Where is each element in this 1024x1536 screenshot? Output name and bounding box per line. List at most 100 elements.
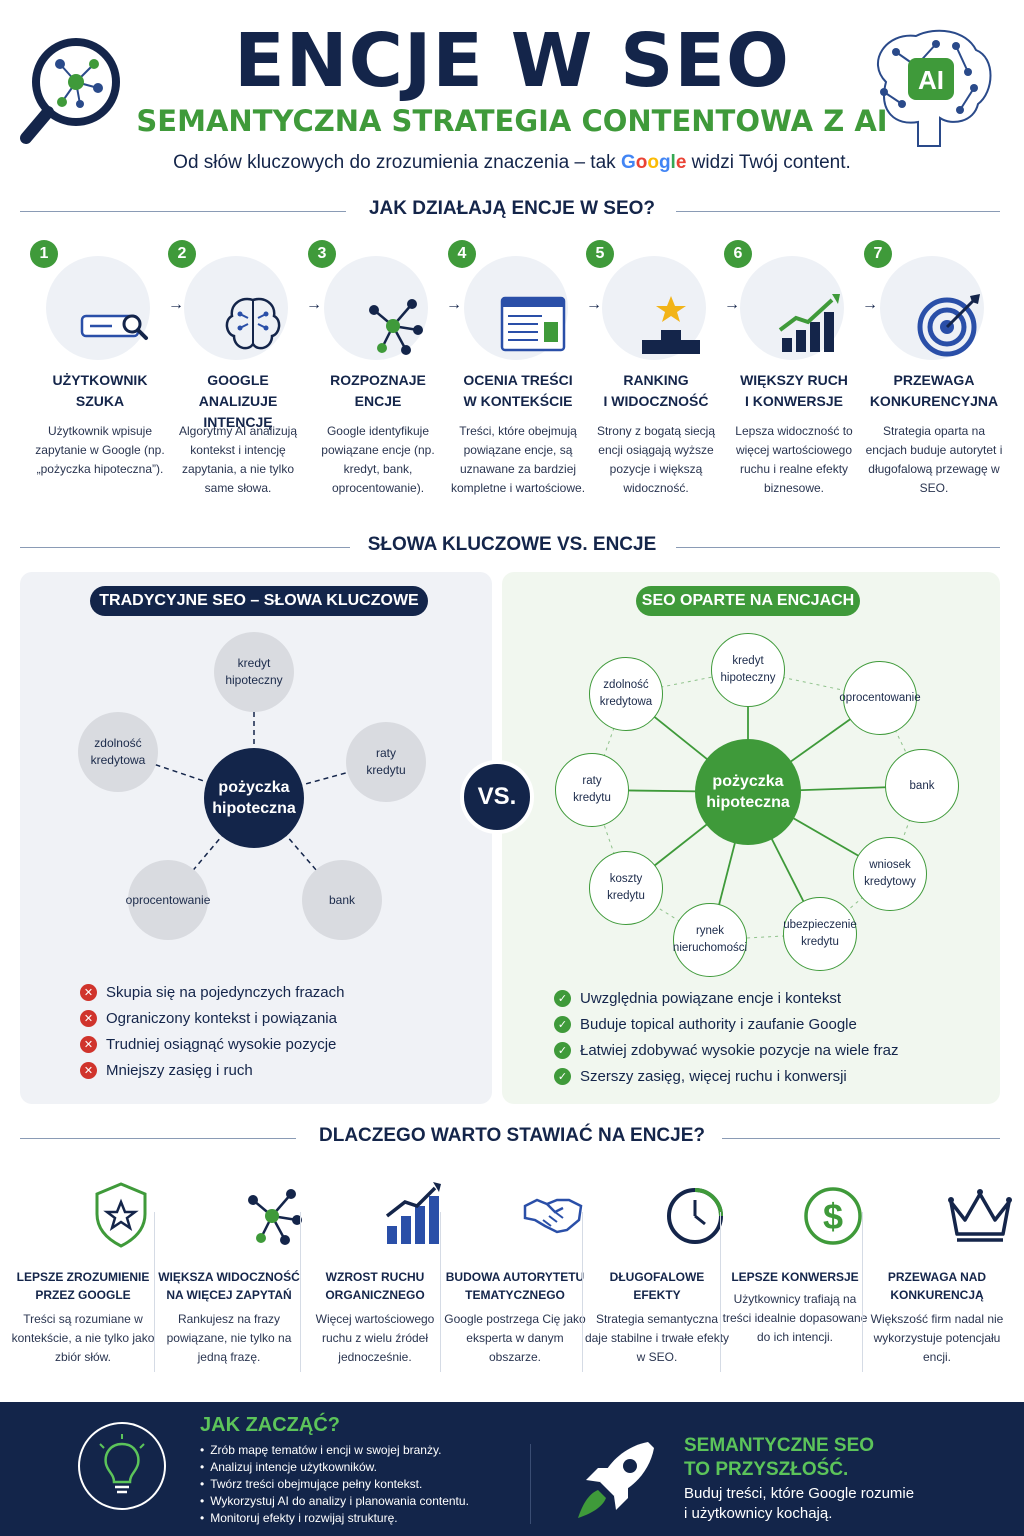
svg-text:$: $ [823,1196,843,1237]
magnifier-network-icon [18,32,128,157]
entity-node: bank [885,749,959,823]
growth-chart-icon [757,273,840,352]
pro-item: ✓Łatwiej zdobywać wysokie pozycje na wie… [554,1037,984,1063]
benefit-description: Rankujesz na frazy powiązane, nie tylko … [166,1312,292,1364]
benefit-divider [440,1212,441,1372]
con-text: Mniejszy zasięg i ruch [106,1061,253,1079]
future-text: Buduj treści, które Google rozumie i uży… [684,1485,915,1522]
future-heading: SEMANTYCZNE SEO TO PRZYSZŁOŚĆ. [684,1435,875,1480]
con-text: Skupia się na pojedynczych frazach [106,983,345,1001]
con-item: ✕Ograniczony kontekst i powiązania [80,1005,470,1031]
page-title: ENCJE W SEO [234,18,790,104]
network-icon [194,1180,302,1252]
start-heading: JAK ZACZĄĆ? [200,1414,340,1436]
step-icon-circle [740,256,844,360]
start-list: Zrób mapę tematów i encji w swojej branż… [200,1442,520,1527]
step-number: 2 [168,240,196,268]
benefit-title: LEPSZE KONWERSJE [731,1270,859,1284]
step-icon-circle [464,256,568,360]
section-heading-why: DLACZEGO WARTO STAWIAĆ NA ENCJE? [0,1125,1024,1151]
shield-star-icon [48,1180,147,1252]
step-title: OCENIA TREŚCI W KONTEKŚCIE [463,372,573,409]
target-icon [897,273,980,357]
pros-list: ✓ Uwzględnia powiązane encje i kontekst ✓ B… [554,985,984,1089]
network-icon [341,273,423,355]
entity-node: kredyt hipoteczny [711,633,785,707]
entity-node: rynek nieruchomości [673,903,747,977]
section-heading-how: JAK DZIAŁAJĄ ENCJE W SEO? [0,198,1024,224]
con-item: ✕ Mniejszy zasięg i ruch [80,1057,470,1083]
brain-icon [201,273,281,350]
benefit-card: WIĘKSZA WIDOCZNOŚĆ NA WIĘCEJ ZAPYTAŃ Rank… [156,1180,302,1380]
benefit-title: LEPSZE ZROZUMIENIE PRZEZ GOOGLE [16,1270,150,1302]
check-icon: ✓ [554,1015,571,1033]
step-arrow-icon: → [446,296,462,313]
benefit-title: WIĘKSZA WIDOCZNOŚĆ NA WIĘCEJ ZAPYTAŃ [158,1270,300,1302]
check-icon: ✓ [554,1041,571,1059]
pro-text: Szerszy zasięg, więcej ruchu i konwersji [580,1067,847,1085]
step-arrow-icon: → [586,296,602,313]
cross-icon: ✕ [80,1009,97,1027]
step-icon-circle [880,256,984,360]
step-number: 4 [448,240,476,268]
step-title: WIĘKSZY RUCH I KONWERSJE [740,372,848,409]
benefit-description: Google postrzega Cię jako eksperta w dan… [444,1312,586,1364]
entity-seo-label: SEO OPARTE NA ENCJACH [636,586,860,616]
step-icon-circle [184,256,288,360]
keyword-node: kredyt hipoteczny [214,632,294,712]
tagline: Od słów kluczowych do zrozumienia znacze… [173,152,851,173]
benefit-title: PRZEWAGA NAD KONKURENCJĄ [887,1270,987,1302]
search-bar-icon [63,273,148,343]
pro-text: Buduje topical authority i zaufanie Goog… [580,1015,857,1033]
benefit-divider [720,1212,721,1372]
con-item: ✕Skupia się na pojedynczych frazach [80,979,470,1005]
step-icon-circle [46,256,150,360]
handshake-icon [480,1180,583,1252]
start-step-item: Monitoruj efekty i rozwijaj strukturę. [200,1510,520,1527]
crown-icon [902,1180,1012,1252]
vs-badge: VS. [460,760,534,834]
cross-icon: ✕ [80,1061,97,1079]
step-description: Strony z bogatą siecją encji osiągają wy… [596,424,716,495]
benefit-description: Większość firm nadal nie wykorzystuje po… [870,1312,1004,1364]
cross-icon: ✕ [80,1035,97,1053]
con-item: ✕ Trudniej osiągnąć wysokie pozycje [80,1031,470,1057]
check-icon: ✓ [554,989,571,1007]
keyword-node: oprocentowanie [126,860,210,940]
bar-growth-icon [340,1180,441,1252]
benefit-description: Strategia semantyczna daje stabilne i tr… [584,1312,730,1364]
keyword-node: bank [302,860,382,940]
entity-node: ubezpieczenie kredytu [783,897,857,971]
benefit-divider [862,1212,863,1372]
step-arrow-icon: → [306,296,322,313]
entity-node: zdolność kredytowa [589,657,663,731]
benefit-divider [582,1212,583,1372]
step-description: Algorytmy AI analizują kontekst i intenc… [178,424,298,495]
benefit-description: Treści są rozumiane w kontekście, a nie … [11,1312,155,1364]
rocket-icon [568,1432,664,1533]
ai-brain-icon: AI [856,22,1002,159]
step-icon-circle [602,256,706,360]
keyword-node: raty kredytu [346,722,426,802]
pro-item: ✓ Szerszy zasięg, więcej ruchu i konwersj… [554,1063,984,1089]
step-number: 1 [30,240,58,268]
start-step-item: Twórz treści obejmujące pełny kontekst. [200,1476,520,1493]
con-text: Trudniej osiągnąć wysokie pozycje [106,1035,337,1053]
pro-text: Uwzględnia powiązane encje i kontekst [580,989,841,1007]
benefit-description: Więcej wartościowego ruchu z wielu źróde… [315,1312,435,1364]
lightbulb-icon [78,1422,166,1510]
entity-node: wniosek kredytowy [853,837,927,911]
check-icon: ✓ [554,1067,571,1085]
start-step-item: Zrób mapę tematów i encji w swojej branż… [200,1442,520,1459]
benefit-divider [300,1212,301,1372]
step-icon-circle [324,256,428,360]
step-description: Użytkownik wpisuje zapytanie w Google (n… [35,424,165,476]
